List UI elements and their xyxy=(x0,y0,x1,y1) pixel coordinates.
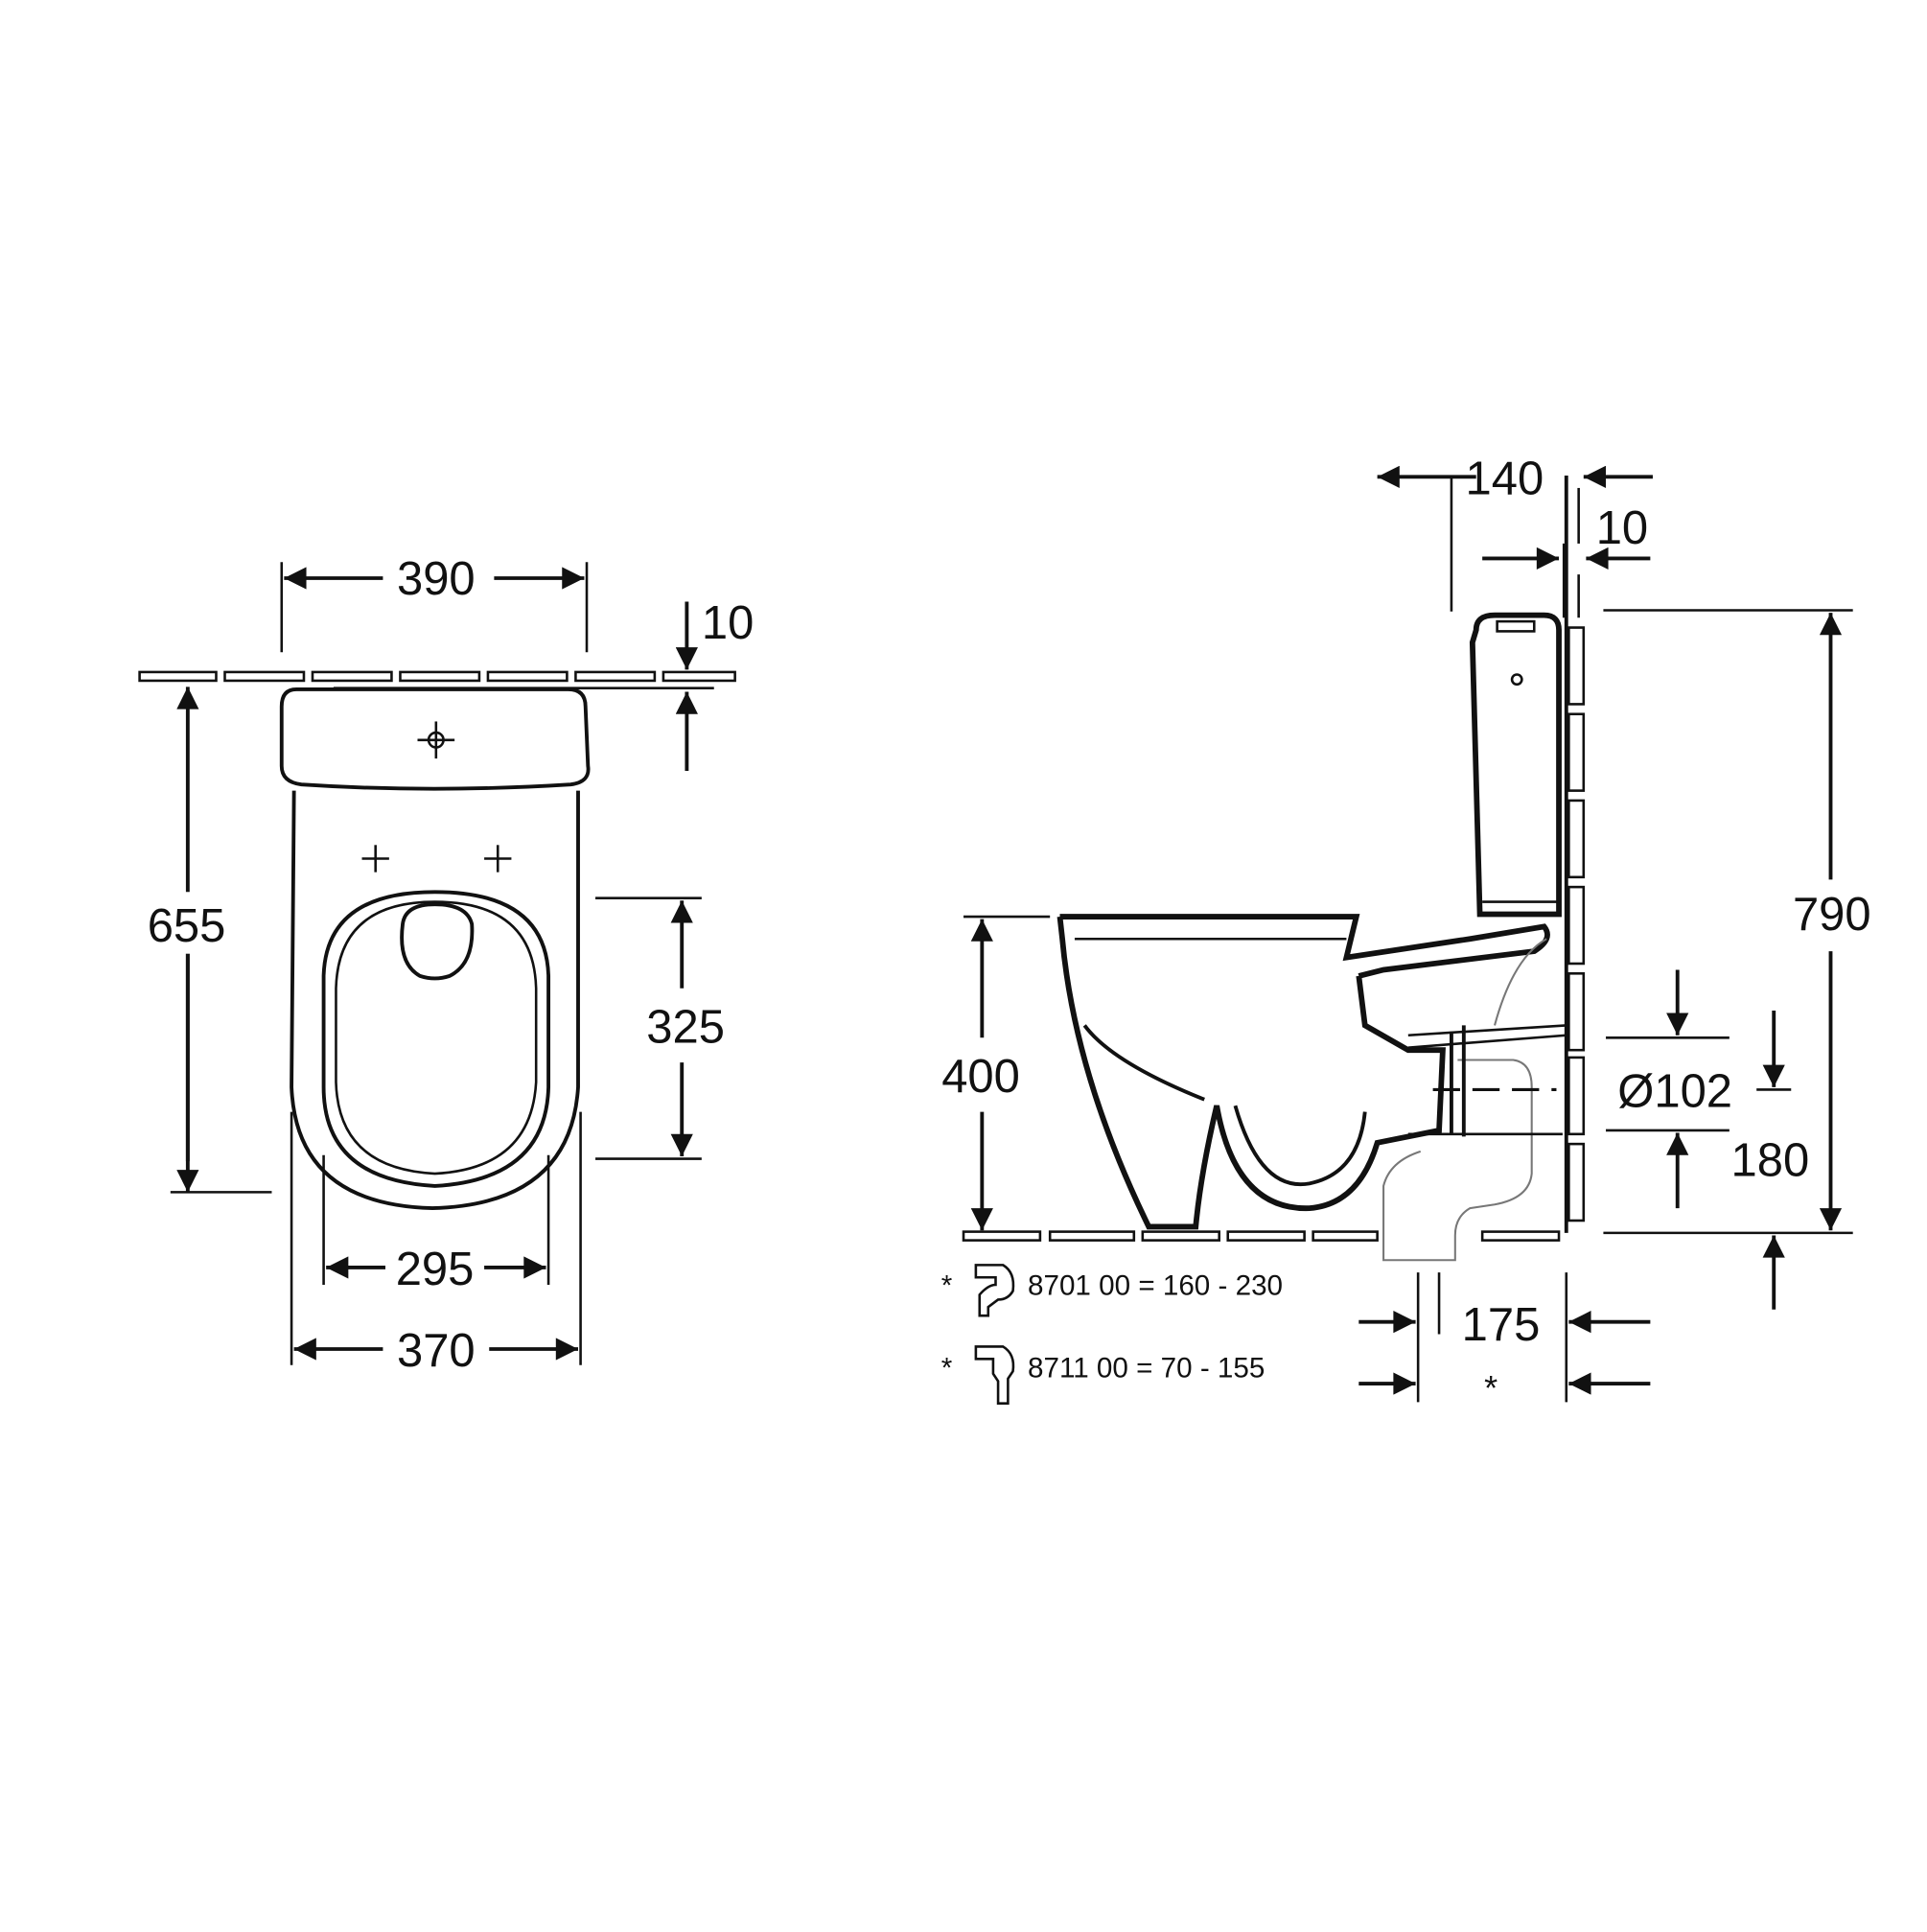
cistern-outline xyxy=(279,687,591,791)
cistern-side-outline xyxy=(1469,612,1562,918)
wall-tiles-side-icon xyxy=(1564,476,1586,1233)
pan-connector-offset-icon xyxy=(974,1264,1015,1317)
pan-connector-straight-icon xyxy=(974,1345,1015,1405)
dim-outlet-to-wall: 175 xyxy=(1462,1299,1541,1351)
floor-tiles-icon xyxy=(962,1230,1561,1242)
dim-seat-height: 400 xyxy=(941,1051,1020,1103)
star-marker: * xyxy=(1484,1368,1497,1408)
front-view: 390 10 655 325 295 370 xyxy=(123,553,754,1377)
dim-bowl-width: 370 xyxy=(397,1325,476,1377)
flush-button-icon xyxy=(417,721,455,759)
dim-cistern-width: 390 xyxy=(397,553,476,605)
seat-outline xyxy=(321,890,551,1188)
dim-wall-gap-front: 10 xyxy=(702,597,754,649)
hinge-mark-icon xyxy=(361,845,512,873)
dim-bowl-depth: 325 xyxy=(646,1001,725,1053)
bowl-side-outline xyxy=(1056,914,1550,1230)
bowl-opening-outline xyxy=(400,902,475,981)
flush-button-side-icon xyxy=(1510,673,1523,687)
dim-outlet-height: 180 xyxy=(1731,1135,1810,1187)
dim-cistern-to-wall: 140 xyxy=(1466,453,1544,504)
side-view: 140 10 790 400 Ø102 180 xyxy=(941,453,1871,1407)
bowl-outline xyxy=(290,790,580,1211)
dim-seat-inner-width: 295 xyxy=(396,1244,475,1295)
legend-text-1: 8701 00 = 160 - 230 xyxy=(1028,1269,1283,1301)
legend-marker-1: * xyxy=(941,1269,953,1301)
dim-outlet-diameter: Ø102 xyxy=(1617,1065,1732,1117)
legend-marker-2: * xyxy=(941,1353,953,1385)
pan-connector-outline xyxy=(1382,1059,1533,1262)
dim-wall-gap-side: 10 xyxy=(1596,502,1648,554)
dim-overall-height: 790 xyxy=(1793,889,1871,941)
wall-tiles-icon xyxy=(138,670,736,689)
legend: * 8701 00 = 160 - 230 * 8711 00 = 70 - 1… xyxy=(941,1264,1283,1405)
legend-text-2: 8711 00 = 70 - 155 xyxy=(1028,1353,1265,1385)
dim-overall-depth: 655 xyxy=(148,900,226,952)
